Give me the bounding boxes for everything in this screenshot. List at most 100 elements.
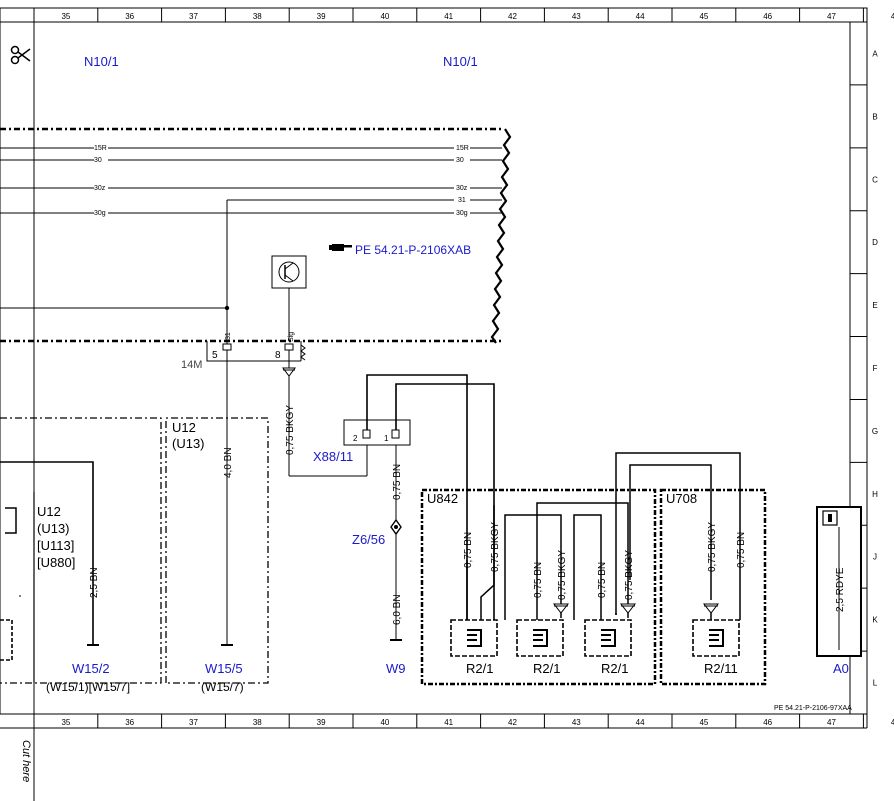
grid-column-label: 42 bbox=[508, 718, 517, 727]
bus-lines bbox=[0, 143, 502, 217]
pin-5-label: 5 bbox=[212, 350, 218, 361]
ground-sub-w15-2: (W15/1)[W15/7] bbox=[46, 680, 130, 694]
wire-label-bn-w2: 4,0 BN bbox=[223, 447, 234, 478]
heater-icon bbox=[692, 619, 740, 657]
grid-row-label: J bbox=[873, 553, 877, 562]
u12-mid-line2: (U13) bbox=[172, 436, 205, 451]
u708-label: U708 bbox=[666, 491, 697, 506]
bus-label-30z-left: 30z bbox=[94, 185, 106, 192]
heater-icon bbox=[584, 619, 632, 657]
bus-label-31-right: 31 bbox=[458, 197, 466, 204]
grid-row-label: B bbox=[872, 112, 877, 121]
grid-column-label: 36 bbox=[125, 12, 134, 21]
grid-column-label: 40 bbox=[380, 718, 389, 727]
grid-column-label: 47 bbox=[827, 718, 836, 727]
heater-icon bbox=[516, 619, 564, 657]
pin-sig-label: Sig bbox=[288, 332, 295, 342]
grid-column-label: 43 bbox=[572, 12, 581, 21]
component-r2-11: R2/11 bbox=[704, 661, 738, 676]
u12-left-line1: U12 bbox=[37, 504, 61, 519]
wire-label-bn-w4: 0,75 BN bbox=[392, 464, 403, 500]
u842-wire-3: 0,75 BN bbox=[533, 562, 544, 598]
grid-column-label: 44 bbox=[636, 718, 645, 727]
a0-box bbox=[816, 506, 862, 657]
ground-sub-w15-5: (W15/7) bbox=[201, 680, 244, 694]
grid-column-label: 48 bbox=[891, 12, 894, 21]
pin-8-label: 8 bbox=[275, 350, 281, 361]
bus-label-15r-right: 15R bbox=[456, 145, 469, 152]
ground-wire bbox=[0, 200, 230, 645]
grid-column-label: 48 bbox=[891, 718, 894, 727]
grid-row-label: A bbox=[872, 49, 878, 58]
connector-x88 bbox=[343, 374, 495, 640]
u842-label: U842 bbox=[427, 491, 458, 506]
u12-left-box bbox=[0, 417, 162, 684]
pin-31-label: 31 bbox=[225, 332, 232, 340]
n10-left-label: N10/1 bbox=[84, 54, 119, 69]
u842-wire-2: 0,75 BKGY bbox=[490, 522, 501, 572]
component-r2-1-b: R2/1 bbox=[533, 661, 560, 676]
grid-column-label: 41 bbox=[444, 718, 453, 727]
u708-box bbox=[615, 452, 767, 686]
n10-box bbox=[0, 127, 512, 344]
grid-row-label: E bbox=[872, 301, 877, 310]
grid-column-label: 43 bbox=[572, 718, 581, 727]
u12-mid-line1: U12 bbox=[172, 420, 196, 435]
component-a0: A0 bbox=[833, 661, 849, 676]
grid-column-label: 38 bbox=[253, 12, 262, 21]
ground-label-w15-2: W15/2 bbox=[72, 661, 110, 676]
signal-wire bbox=[282, 350, 368, 477]
bus-label-30-right: 30 bbox=[456, 157, 464, 164]
component-r2-1-a: R2/1 bbox=[466, 661, 493, 676]
u842-box bbox=[420, 488, 657, 686]
grid-column-label: 38 bbox=[253, 718, 262, 727]
grid-row-label: H bbox=[872, 490, 878, 499]
splice-z6-56 bbox=[390, 518, 402, 536]
u12-left-line2: (U13) bbox=[37, 521, 70, 536]
grid-column-label: 35 bbox=[61, 718, 70, 727]
u842-wire-5: 0,75 BN bbox=[597, 562, 608, 598]
ground-label-w9: W9 bbox=[386, 661, 406, 676]
wire-label-bkgy-1: 0,75 BKGY bbox=[285, 405, 296, 455]
u842-wire-1: 0,75 BN bbox=[463, 532, 474, 568]
wire-label-bn-w5: 6,0 BN bbox=[392, 594, 403, 625]
ground-label-w15-5: W15/5 bbox=[205, 661, 243, 676]
grid-row-label: G bbox=[872, 427, 878, 436]
grid-column-label: 46 bbox=[763, 718, 772, 727]
connector-14m bbox=[206, 341, 306, 362]
grid-column-label: 45 bbox=[699, 718, 708, 727]
u12-left-line4: [U880] bbox=[37, 555, 75, 570]
grid-column-label: 41 bbox=[444, 12, 453, 21]
u708-wire-1: 0,75 BKGY bbox=[707, 522, 718, 572]
grid-column-label: 42 bbox=[508, 12, 517, 21]
u708-wire-2: 0,75 BN bbox=[736, 532, 747, 568]
u842-wire-4: 0,75 BKGY bbox=[557, 550, 568, 600]
bus-label-30-left: 30 bbox=[94, 157, 102, 164]
component-r2-1-c: R2/1 bbox=[601, 661, 628, 676]
bus-label-30g-left: 30g bbox=[94, 210, 106, 217]
wire-label-bn-w3: 2,5 BN bbox=[89, 567, 100, 598]
grid-column-ticks: 3535363637373838393940404141424243434444… bbox=[61, 8, 894, 728]
frame bbox=[0, 7, 868, 801]
reference-link[interactable]: PE 54.21-P-2106XAB bbox=[355, 243, 471, 257]
grid-column-label: 40 bbox=[380, 12, 389, 21]
connector-14m-label: 14M bbox=[181, 359, 202, 371]
splice-label: Z6/56 bbox=[352, 532, 385, 547]
grid-row-label: K bbox=[872, 616, 878, 625]
x88-pin-2: 2 bbox=[353, 434, 358, 443]
grid-column-label: 44 bbox=[636, 12, 645, 21]
grid-row-label: D bbox=[872, 238, 878, 247]
grid-row-label: F bbox=[873, 364, 878, 373]
cut-here-text: Cut here bbox=[20, 740, 32, 782]
grid-column-label: 37 bbox=[189, 12, 198, 21]
footer-reference: PE 54.21-P-2106-97XAA bbox=[774, 705, 852, 712]
grid-column-label: 39 bbox=[317, 12, 326, 21]
grid-column-label: 35 bbox=[61, 12, 70, 21]
u12-left-line3: [U113] bbox=[37, 538, 74, 553]
u12-mid-box bbox=[165, 417, 269, 684]
bus-label-15r-left: 15R bbox=[94, 145, 107, 152]
n10-right-label: N10/1 bbox=[443, 54, 478, 69]
heater-icon bbox=[450, 619, 498, 657]
